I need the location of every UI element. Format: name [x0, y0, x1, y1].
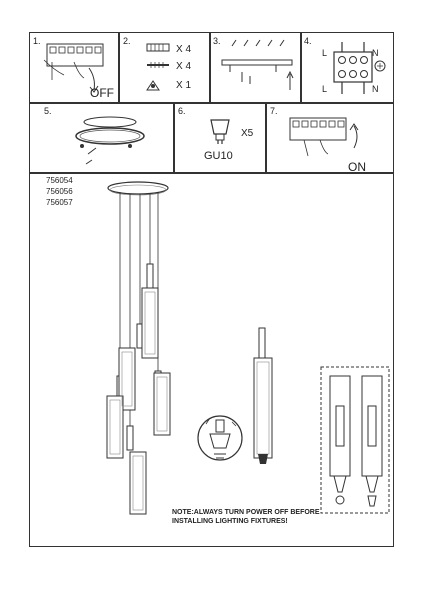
step-1-number: 1.	[33, 36, 41, 46]
terminal-l-top: L	[322, 48, 328, 58]
step-7-terminal-block-illustration	[289, 117, 359, 157]
gu10-bulb-icon	[210, 119, 230, 144]
terminal-l-bottom: L	[322, 84, 328, 94]
step-1-terminal-block-illustration	[43, 43, 104, 93]
step-5-number: 5.	[44, 106, 52, 116]
wall-plug-icon	[146, 43, 170, 52]
step-3-number: 3.	[213, 36, 221, 46]
bulb-type-label: GU10	[204, 150, 233, 162]
safety-note-line-2: INSTALLING LIGHTING FIXTURES!	[172, 518, 288, 525]
single-pendant-detail	[253, 327, 273, 464]
step-6-number: 6.	[178, 106, 186, 116]
step-4-number: 4.	[304, 36, 312, 46]
bulb-quantity: X5	[241, 128, 254, 139]
terminal-n-bottom: N	[372, 84, 379, 94]
row1-bottom-divider	[29, 102, 394, 104]
model-number-2: 756056	[46, 187, 73, 196]
safety-note-line-1: NOTE:ALWAYS TURN POWER OFF BEFORE	[172, 509, 320, 516]
step-1-off-label: OFF	[90, 86, 114, 100]
pendant-chandelier-drawing	[106, 181, 171, 515]
row2-bottom-divider	[29, 172, 394, 174]
terminal-n-top: N	[372, 48, 379, 58]
model-number-1: 756054	[46, 176, 73, 185]
mounting-bracket-icon	[146, 80, 160, 91]
step-3-ceiling-mount-illustration	[221, 39, 294, 90]
row1-divider-1	[118, 32, 120, 102]
model-number-3: 756057	[46, 198, 73, 207]
step-5-canopy-ring-illustration	[75, 116, 145, 165]
step-2-number: 2.	[123, 36, 131, 46]
bulb-detail-zoom-circle	[197, 415, 243, 461]
step-7-on-label: ON	[348, 160, 366, 174]
step-4-wiring-terminal-illustration	[333, 42, 386, 94]
screw-qty: X 4	[176, 61, 192, 72]
lamp-assembly-detail-box	[320, 366, 390, 514]
step-7-number: 7.	[270, 106, 278, 116]
row1-divider-2	[209, 32, 211, 102]
screw-icon	[147, 62, 169, 68]
bracket-qty: X 1	[176, 80, 192, 91]
row1-divider-3	[300, 32, 302, 102]
instruction-frame	[29, 32, 394, 547]
row2-divider-2	[265, 102, 267, 172]
wall-plug-qty: X 4	[176, 44, 192, 55]
row2-divider-1	[173, 102, 175, 172]
